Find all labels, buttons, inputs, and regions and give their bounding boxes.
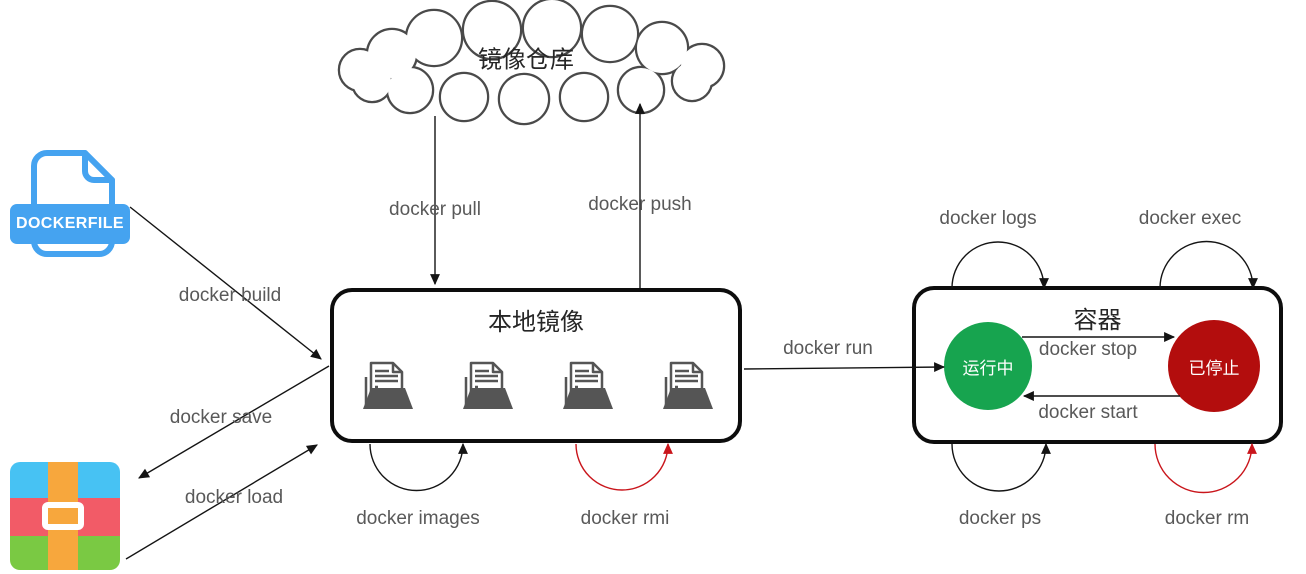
edge-label-docker-run: docker run bbox=[783, 338, 873, 359]
stopped-state-circle: 已停止 bbox=[1168, 320, 1260, 412]
image-icons-row bbox=[356, 360, 716, 414]
edge-docker-build bbox=[129, 206, 322, 360]
running-state-circle: 运行中 bbox=[944, 322, 1032, 410]
dockerfile-banner-label: DOCKERFILE bbox=[10, 204, 130, 244]
archive-buckle bbox=[42, 502, 84, 530]
running-state-label: 运行中 bbox=[962, 358, 1014, 378]
edge-docker-exec-loop bbox=[1159, 240, 1258, 290]
containers-title: 容器 bbox=[1073, 308, 1122, 334]
local-images-title: 本地镜像 bbox=[488, 310, 584, 336]
edge-docker-images-loop bbox=[369, 442, 468, 492]
edge-label-docker-pull: docker pull bbox=[389, 199, 481, 220]
registry-cloud-label: 镜像仓库 bbox=[478, 47, 574, 74]
stopped-state-label: 已停止 bbox=[1188, 358, 1240, 378]
edge-label-docker-build: docker build bbox=[178, 285, 282, 306]
edge-label-docker-load: docker load bbox=[184, 487, 284, 508]
edge-label-docker-images: docker images bbox=[356, 508, 480, 529]
edge-label-docker-logs: docker logs bbox=[939, 208, 1037, 229]
edge-docker-logs-loop bbox=[951, 241, 1049, 290]
image-icon bbox=[563, 361, 613, 409]
edge-label-docker-save: docker save bbox=[169, 407, 273, 428]
edge-label-docker-rmi: docker rmi bbox=[580, 508, 670, 529]
image-icon bbox=[663, 361, 713, 409]
edge-docker-rm-loop bbox=[1154, 442, 1257, 494]
edge-label-docker-start: docker start bbox=[1038, 402, 1138, 423]
edge-label-docker-ps: docker ps bbox=[958, 508, 1042, 529]
edge-label-docker-stop: docker stop bbox=[1038, 339, 1138, 360]
edge-label-docker-push: docker push bbox=[588, 194, 692, 215]
archive-file-icon bbox=[10, 462, 120, 570]
edge-docker-rmi-loop bbox=[575, 442, 673, 491]
edge-label-docker-exec: docker exec bbox=[1138, 208, 1242, 229]
image-icon bbox=[463, 361, 513, 409]
dockerfile-icon: DOCKERFILE bbox=[10, 146, 130, 264]
edge-docker-ps-loop bbox=[951, 442, 1051, 492]
edge-label-docker-rm: docker rm bbox=[1164, 508, 1250, 529]
image-icon bbox=[363, 361, 413, 409]
local-images-box: 本地镜像 bbox=[330, 288, 742, 443]
